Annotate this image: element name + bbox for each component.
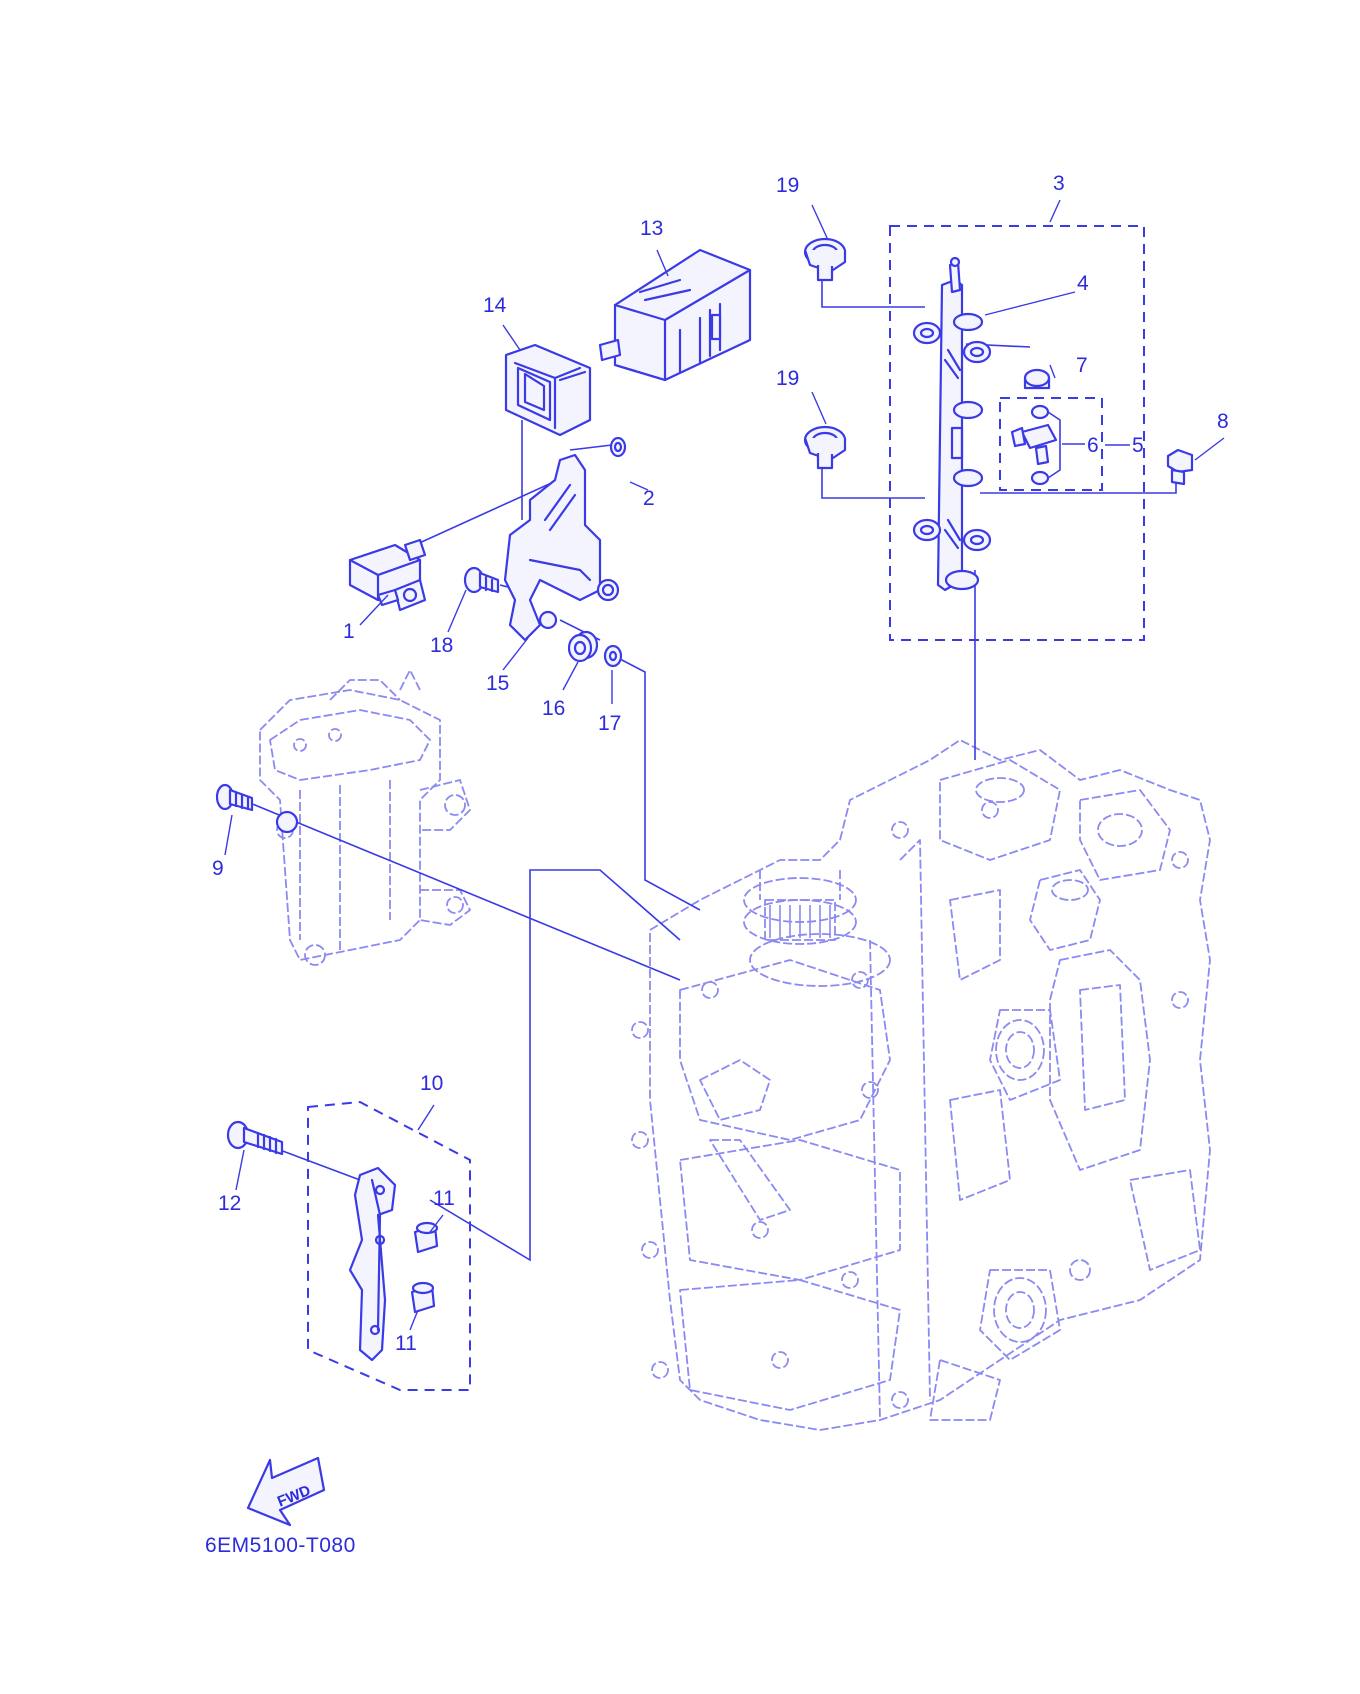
callout-13: 13 [640,217,663,240]
callout-10: 10 [420,1072,443,1095]
fwd-arrow-icon: FWD [246,1456,326,1527]
callout-11-lower: 11 [395,1332,417,1355]
callout-2: 2 [643,487,655,510]
callout-3: 3 [1053,172,1065,195]
group-box-5 [999,397,1103,491]
group-box-3 [889,225,1145,641]
washer-2 [609,436,627,458]
hose-clamp-lower [803,425,847,470]
callout-5: 5 [1132,434,1144,457]
callout-15: 15 [486,672,509,695]
link-bracket-10 [348,1166,397,1362]
bolt-9 [215,783,299,834]
collar-11-lower [410,1281,436,1314]
solenoid-valve [348,538,427,612]
bolt-8 [1166,448,1194,486]
leader-lines [249,270,1177,1262]
callout-9: 9 [212,857,224,880]
callout-14: 14 [483,294,507,317]
canister-holder [504,343,592,437]
callout-4: 4 [1077,272,1089,295]
injector-6 [1010,404,1061,486]
callout-19-upper: 19 [776,174,799,197]
engine-block [631,739,1211,1431]
canister [598,248,752,382]
callout-17: 17 [598,712,621,735]
callout-11-upper: 11 [433,1187,455,1210]
callout-7: 7 [1076,354,1088,377]
callout-leaders [224,199,1225,1331]
collar-11-upper [413,1221,439,1254]
callout-6: 6 [1087,434,1099,457]
fuel-rail [912,256,992,592]
group-box-10 [307,1100,471,1391]
bolt-12 [226,1120,284,1156]
collar-17 [603,644,623,668]
drawing-code: 6EM5100-T080 [205,1534,356,1557]
screw-18 [463,566,500,594]
callout-1: 1 [343,620,355,643]
callout-16: 16 [542,697,565,720]
callout-12: 12 [218,1192,241,1215]
callout-8: 8 [1217,410,1229,433]
hose-clamp-upper [803,237,847,282]
seal-7 [1023,368,1051,390]
bracket [503,453,620,642]
callout-19-lower: 19 [776,367,799,390]
callout-18: 18 [430,634,453,657]
grommet-16 [567,630,599,663]
